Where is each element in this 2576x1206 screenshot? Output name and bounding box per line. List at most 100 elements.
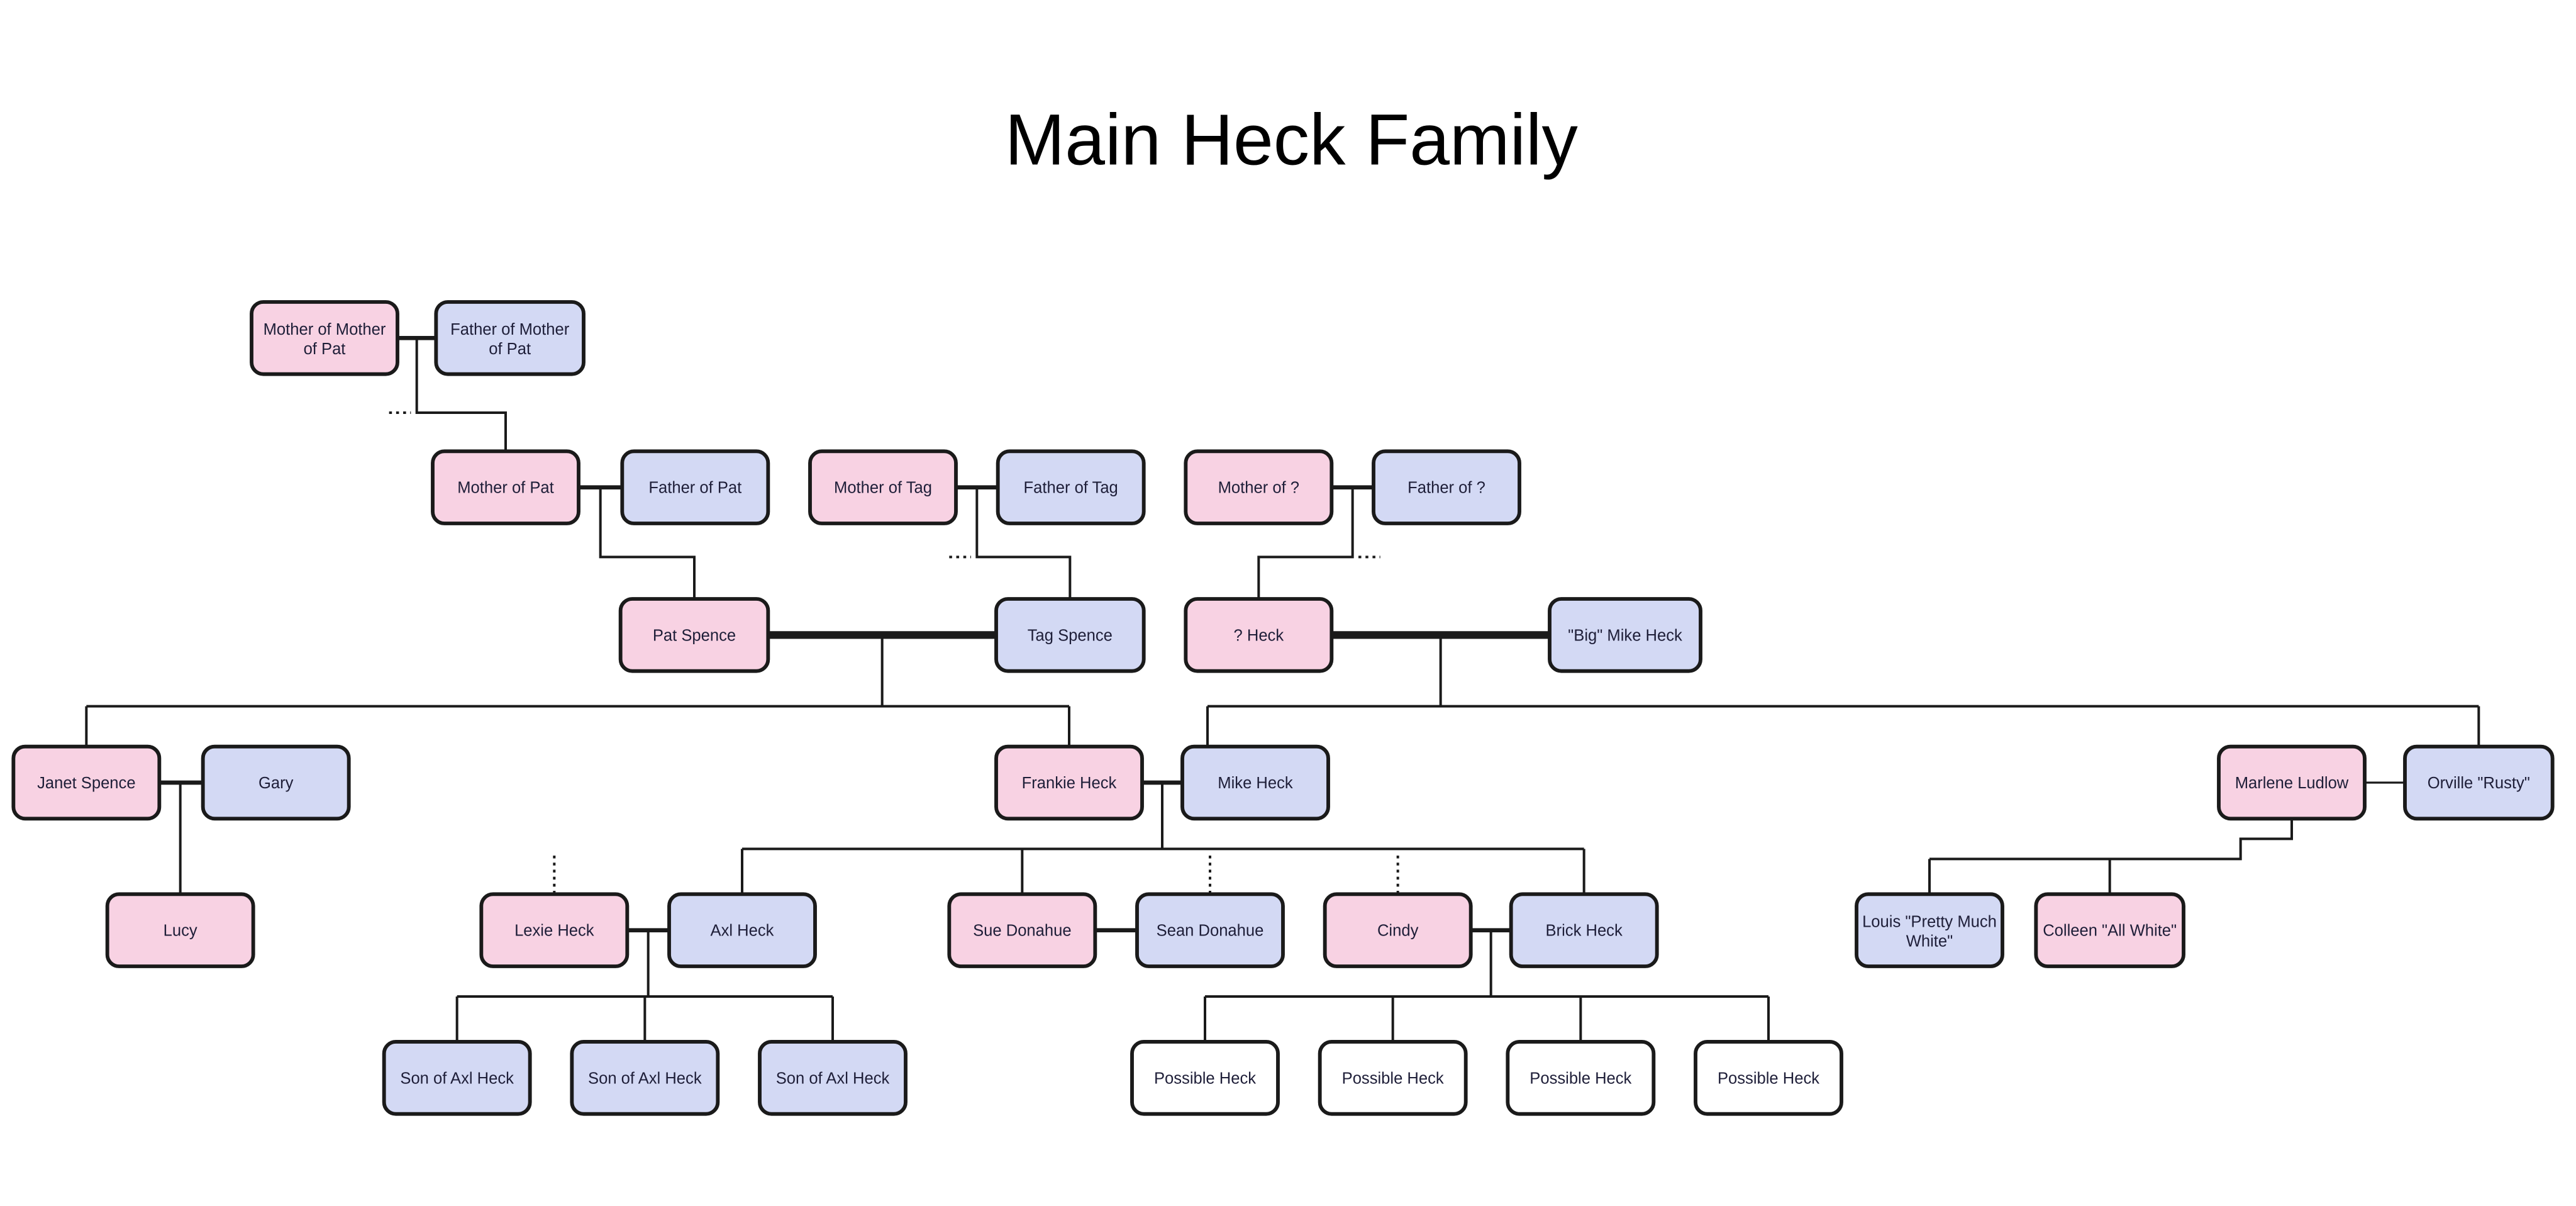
node-label: Father of ? xyxy=(1407,479,1485,497)
node-son-of-axl-heck-2: Son of Axl Heck xyxy=(570,1040,720,1116)
node-label: Janet Spence xyxy=(37,774,135,792)
node-label: Axl Heck xyxy=(711,922,774,940)
node-gary: Gary xyxy=(201,744,351,821)
node-cindy: Cindy xyxy=(1323,892,1473,968)
node-label: Father of Tag xyxy=(1024,479,1118,497)
node-label: Lucy xyxy=(164,922,197,940)
node-label: Orville "Rusty" xyxy=(2428,774,2530,792)
node-box-male xyxy=(667,892,817,968)
node-box-unknown xyxy=(1694,1040,1843,1116)
node-label: Possible Heck xyxy=(1342,1069,1444,1087)
node-janet-spence: Janet Spence xyxy=(11,744,162,821)
node-box-male xyxy=(758,1040,908,1116)
node-box-female xyxy=(11,744,162,821)
node-lucy: Lucy xyxy=(105,892,255,968)
node-box-female xyxy=(808,449,958,525)
node-sean-donahue: Sean Donahue xyxy=(1135,892,1285,968)
node-label: Father of Pat xyxy=(648,479,741,497)
node-label: Sean Donahue xyxy=(1157,922,1264,940)
node-frankie-heck: Frankie Heck xyxy=(994,744,1144,821)
node-box-male xyxy=(2403,744,2555,821)
node-brick-heck: Brick Heck xyxy=(1509,892,1659,968)
node-mike-heck: Mike Heck xyxy=(1180,744,1330,821)
node-box-male xyxy=(994,597,1146,673)
node-orville-rusty: Orville "Rusty" xyxy=(2403,744,2555,821)
node-label: Colleen "All White" xyxy=(2043,922,2177,940)
node-label: Possible Heck xyxy=(1718,1069,1819,1087)
node-label: Brick Heck xyxy=(1546,922,1623,940)
node-box-male xyxy=(434,300,586,376)
node-box-female xyxy=(250,300,399,376)
node-box-male xyxy=(1548,597,1702,673)
node-label: Son of Axl Heck xyxy=(776,1069,890,1087)
node-father-of-unknown: Father of ? xyxy=(1372,449,1521,525)
node-box-male xyxy=(382,1040,532,1116)
node-box-unknown xyxy=(1506,1040,1656,1116)
node-box-unknown xyxy=(1130,1040,1280,1116)
node-box-male xyxy=(201,744,351,821)
node-label: Frankie Heck xyxy=(1022,774,1117,792)
node-label: Sue Donahue xyxy=(973,922,1071,940)
page-title: Main Heck Family xyxy=(1005,99,1579,180)
node-label: ? Heck xyxy=(1234,627,1284,644)
node-box-female xyxy=(2034,892,2185,968)
node-possible-heck-1: Possible Heck xyxy=(1130,1040,1280,1116)
node-box-female xyxy=(994,744,1144,821)
node-box-female xyxy=(479,892,630,968)
node-tag-spence: Tag Spence xyxy=(994,597,1146,673)
node-colleen-all-white: Colleen "All White" xyxy=(2034,892,2185,968)
node-pat-spence: Pat Spence xyxy=(618,597,770,673)
node-label: Pat Spence xyxy=(653,627,736,644)
node-label: Possible Heck xyxy=(1530,1069,1631,1087)
node-father-of-tag: Father of Tag xyxy=(996,449,1146,525)
node-label: Son of Axl Heck xyxy=(400,1069,514,1087)
node-label: Mother of ? xyxy=(1218,479,1299,497)
node-possible-heck-4: Possible Heck xyxy=(1694,1040,1843,1116)
node-axl-heck: Axl Heck xyxy=(667,892,817,968)
node-label: Mike Heck xyxy=(1218,774,1293,792)
node-box-female xyxy=(1184,449,1334,525)
desc-marlene-children xyxy=(1929,818,2293,861)
node-possible-heck-3: Possible Heck xyxy=(1506,1040,1656,1116)
node-box-female xyxy=(1184,597,1334,673)
node-mother-of-pat: Mother of Pat xyxy=(431,449,580,525)
node-box-female xyxy=(105,892,255,968)
node-box-male xyxy=(570,1040,720,1116)
node-label: Tag Spence xyxy=(1028,627,1113,644)
node-box-female xyxy=(947,892,1097,968)
node-box-male xyxy=(1509,892,1659,968)
node-sue-donahue: Sue Donahue xyxy=(947,892,1097,968)
node-lexie-heck: Lexie Heck xyxy=(479,892,630,968)
node-box-male xyxy=(620,449,770,525)
node-label: Lexie Heck xyxy=(514,922,594,940)
edge-layer xyxy=(85,335,2480,1042)
node-box-female xyxy=(2217,744,2367,821)
node-mother-of-tag: Mother of Tag xyxy=(808,449,958,525)
node-label: Son of Axl Heck xyxy=(588,1069,702,1087)
node-box-male xyxy=(996,449,1146,525)
node-marlene-ludlow: Marlene Ludlow xyxy=(2217,744,2367,821)
node-son-of-axl-heck-1: Son of Axl Heck xyxy=(382,1040,532,1116)
node-box-male xyxy=(1180,744,1330,821)
desc-to-mother-of-pat xyxy=(415,338,508,452)
node-big-mike-heck: "Big" Mike Heck xyxy=(1548,597,1702,673)
node-label: Possible Heck xyxy=(1154,1069,1256,1087)
node-father-of-pat: Father of Pat xyxy=(620,449,770,525)
node-box-female xyxy=(1323,892,1473,968)
node-box-male xyxy=(1855,892,2004,968)
node-label: Mother of Pat xyxy=(457,479,554,497)
node-box-male xyxy=(1372,449,1521,525)
node-label: Marlene Ludlow xyxy=(2235,774,2349,792)
node-box-male xyxy=(1135,892,1285,968)
desc-to-pat-spence xyxy=(599,487,696,599)
desc-to-unknown-heck xyxy=(1257,487,1354,599)
node-box-female xyxy=(618,597,770,673)
